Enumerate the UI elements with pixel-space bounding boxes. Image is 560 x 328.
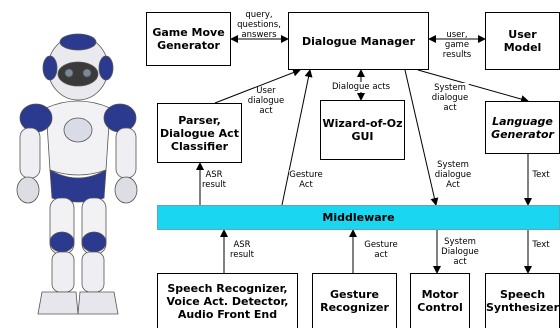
gesture-recognizer-box: Gesture Recognizer [312,273,397,328]
label-gesture-act-bottom: Gesture act [364,240,398,260]
dialogue-manager-box: Dialogue Manager [288,12,429,70]
label-text-bottom: Text [532,240,550,250]
user-model-box: User Model [485,12,560,70]
label-gesture-act-up: Gesture Act [289,170,323,190]
edge-parser-dm [214,68,301,104]
label-dm-user: user, game results [442,30,472,60]
label-system-dialogue-act-top: System dialogue act [431,83,469,113]
language-generator-box: Language Generator [485,101,560,154]
edge-mw-dm-gesture [281,69,313,206]
edge-dm-langgen [417,69,529,103]
game-move-generator-box: Game Move Generator [146,12,231,66]
motor-control-box: Motor Control [410,273,470,328]
parser-box: Parser, Dialogue Act Classifier [157,103,242,163]
robot-illustration [16,33,138,315]
label-system-dialogue-act-bottom: System Dialogue act [441,237,479,267]
label-asr-result-bottom: ASR result [229,240,255,260]
label-user-dialogue-act: User dialogue act [247,86,285,116]
speech-synthesizer-box: Speech Synthesizer [485,273,560,328]
wizard-of-oz-box: Wizard-of-Oz GUI [320,100,405,160]
label-game-dm: query, questions, answers [237,10,281,40]
middleware-bar: Middleware [157,205,560,230]
label-asr-result-top: ASR result [201,170,227,190]
edge-dm-mw-system [404,69,439,206]
label-dialogue-acts: Dialogue acts [329,82,393,92]
label-text-top: Text [532,170,550,180]
speech-recognizer-box: Speech Recognizer, Voice Act. Detector, … [157,273,298,328]
label-system-dialogue-act-mid: System dialogue Act [434,160,472,190]
